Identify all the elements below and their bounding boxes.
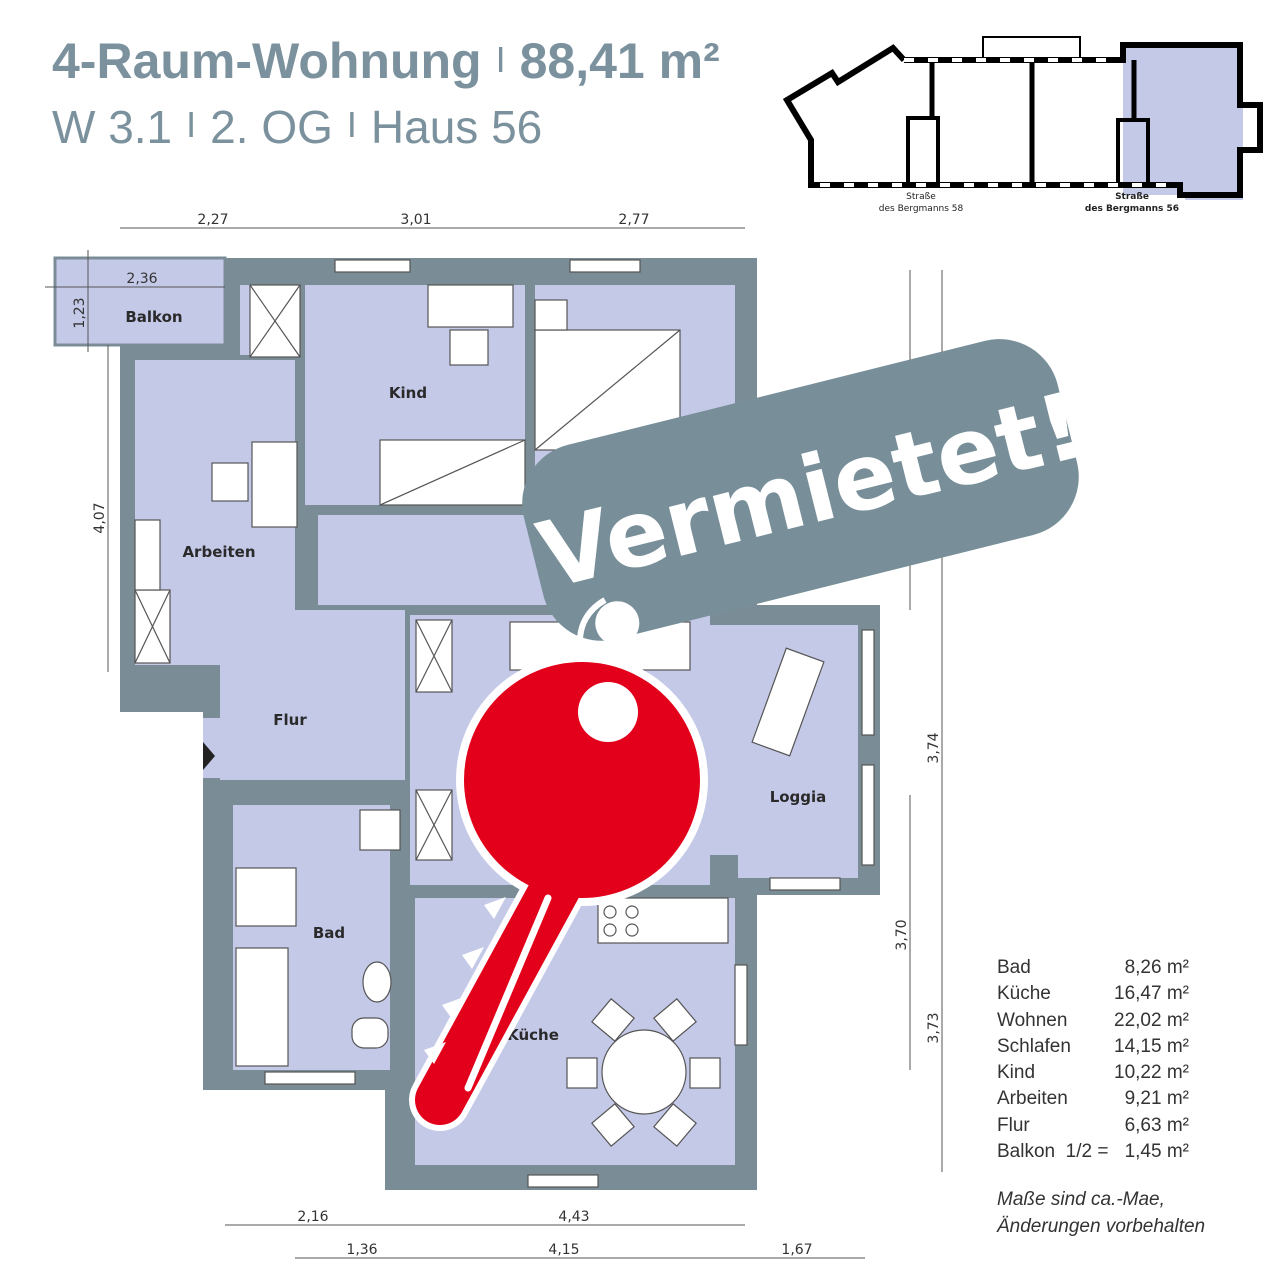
dim-bottom-1: 2,16	[297, 1209, 328, 1225]
area-room: Kind	[997, 1062, 1036, 1084]
disclaimer-note: Maße sind ca.-Mae, Änderungen vorbehalte…	[997, 1186, 1205, 1240]
area-value: 9,21 m²	[1124, 1088, 1189, 1110]
dim-bottom-4: 4,15	[548, 1242, 579, 1258]
area-value: 22,02 m²	[1114, 1009, 1189, 1031]
area-value: 14,15 m²	[1114, 1035, 1189, 1057]
dim-top-2: 3,01	[400, 212, 431, 228]
room-label-arbeiten: Arbeiten	[182, 543, 255, 561]
area-row: Balkon 1/2 = 1,45 m²	[997, 1141, 1189, 1167]
area-table: Bad 8,26 m² Küche 16,47 m² Wohnen 22,02 m² Sch…	[997, 957, 1189, 1167]
area-row: Küche 16,47 m²	[997, 983, 1189, 1009]
entrance-arrow-icon	[203, 742, 215, 770]
balcony-area	[53, 256, 227, 347]
dim-bottom-5: 1,67	[781, 1242, 812, 1258]
site-label-58-line1: Straße	[906, 192, 936, 202]
room-label-balkon: Balkon	[125, 308, 182, 326]
dim-right-inner-1: 3,74	[926, 732, 942, 763]
dim-bottom-3: 1,36	[346, 1242, 377, 1258]
house-number: Haus 56	[370, 101, 543, 153]
area-row: Flur 6,63 m²	[997, 1115, 1189, 1141]
dim-balkon-width: 2,36	[126, 271, 157, 287]
separator: I	[495, 39, 506, 80]
area-room: Flur	[997, 1114, 1030, 1136]
area-room: Bad	[997, 957, 1031, 978]
apartment-title: 4-Raum-Wohnung I 88,41 m²	[52, 32, 720, 90]
area-row: Kind 10,22 m²	[997, 1062, 1189, 1088]
unit-number: W 3.1	[52, 101, 173, 153]
dim-balkon-depth: 1,23	[72, 297, 88, 328]
dim-right-outer-2: 3,73	[926, 1012, 942, 1043]
site-label-56-line1: Straße	[1115, 192, 1149, 202]
room-label-kind: Kind	[389, 384, 427, 402]
room-label-flur: Flur	[273, 711, 307, 729]
area-value: 8,26 m²	[1124, 957, 1189, 978]
apartment-type: 4-Raum-Wohnung	[52, 33, 482, 89]
site-plan	[782, 36, 1263, 200]
area-value: 10,22 m²	[1114, 1062, 1189, 1084]
separator: I	[186, 104, 197, 145]
area-row: Schlafen 14,15 m²	[997, 1036, 1189, 1062]
key-icon	[409, 597, 708, 1131]
area-room: Arbeiten	[997, 1088, 1068, 1110]
area-row: Arbeiten 9,21 m²	[997, 1088, 1189, 1114]
area-row: Wohnen 22,02 m²	[997, 1010, 1189, 1036]
site-label-56-line2: des Bergmanns 56	[1085, 204, 1179, 214]
note-line-1: Maße sind ca.-Mae,	[997, 1189, 1165, 1210]
separator: I	[346, 104, 357, 145]
area-room: Küche	[997, 983, 1051, 1005]
dim-top-3: 2,77	[618, 212, 649, 228]
room-label-bad: Bad	[313, 924, 345, 942]
area-room: Balkon 1/2 =	[997, 1141, 1109, 1163]
note-line-2: Änderungen vorbehalten	[997, 1216, 1206, 1237]
area-value: 16,47 m²	[1114, 983, 1189, 1005]
dim-top-1: 2,27	[197, 212, 228, 228]
area-room: Wohnen	[997, 1009, 1068, 1031]
dim-right-outer-1: 3,70	[894, 919, 910, 950]
site-label-58-line2: des Bergmanns 58	[879, 204, 964, 214]
apartment-subtitle: W 3.1 I 2. OG I Haus 56	[52, 100, 542, 154]
area-value: 6,63 m²	[1124, 1114, 1189, 1136]
dim-left: 4,07	[92, 502, 108, 533]
area-value: 1,45 m²	[1124, 1141, 1189, 1163]
room-label-loggia: Loggia	[770, 788, 827, 806]
area-room: Schlafen	[997, 1035, 1071, 1057]
area-row: Bad 8,26 m²	[997, 957, 1189, 983]
floor-level: 2. OG	[210, 101, 333, 153]
apartment-size: 88,41 m²	[519, 33, 720, 89]
room-label-kueche: Küche	[507, 1026, 559, 1044]
furniture	[134, 259, 875, 1188]
dim-bottom-2: 4,43	[558, 1209, 589, 1225]
